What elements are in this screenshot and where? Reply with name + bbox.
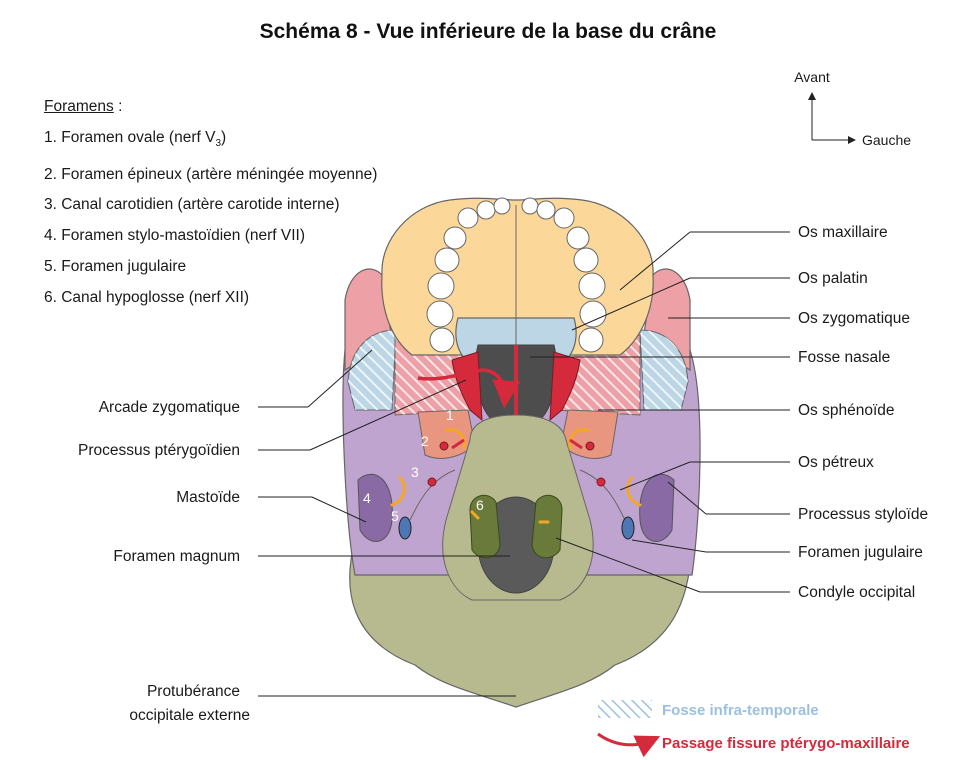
orientation-up-label: Avant (794, 69, 830, 85)
label-mastoide: Mastoïde (176, 489, 240, 506)
foramen-markers (390, 428, 642, 524)
label-arcade-zygomatique: Arcade zygomatique (99, 399, 240, 416)
orientation-indicator: Avant Gauche (794, 69, 911, 148)
diagram-title: Schéma 8 - Vue inférieure de la base du … (259, 20, 717, 43)
legend-arrow-swatch (597, 732, 661, 758)
number-5: 5 (391, 508, 399, 524)
label-processus-pterygoidien: Processus ptérygoïdien (78, 442, 240, 459)
foramen-item-1: 1. Foramen ovale (nerf V3) (44, 128, 227, 149)
foramen-item-6: 6. Canal hypoglosse (nerf XII) (44, 288, 250, 306)
label-foramen-jugulaire: Foramen jugulaire (798, 544, 923, 561)
label-processus-styloide: Processus styloïde (798, 506, 928, 523)
jugular-right (621, 516, 635, 540)
foramens-list: Foramens : 1. Foramen ovale (nerf V3) 2.… (44, 92, 377, 314)
occipital-bone (349, 539, 693, 708)
label-protuberance-line1: Protubérance (147, 683, 240, 700)
number-2: 2 (421, 433, 429, 449)
condyle-right (531, 494, 563, 559)
label-protuberance-line2: occipitale externe (129, 707, 250, 724)
foramens-header: Foramens : (44, 98, 123, 115)
label-os-maxillaire: Os maxillaire (798, 224, 888, 241)
pterygoid-right (549, 351, 581, 422)
left-labels: Arcade zygomatique Processus ptérygoïdie… (78, 349, 516, 724)
label-os-palatin: Os palatin (798, 270, 868, 287)
orientation-right-label: Gauche (862, 132, 911, 148)
foramen-item-2: 2. Foramen épineux (artère méningée moye… (44, 165, 378, 183)
skull-base: 1 2 3 4 5 6 (342, 197, 701, 708)
foramen-item-4: 4. Foramen stylo-mastoïdien (nerf VII) (44, 227, 306, 245)
label-os-sphenoide: Os sphénoïde (798, 402, 895, 419)
label-os-zygomatique: Os zygomatique (798, 310, 910, 327)
label-foramen-magnum: Foramen magnum (113, 548, 240, 565)
number-4: 4 (363, 490, 371, 506)
label-condyle-occipital: Condyle occipital (798, 584, 915, 601)
legend-arrow-label: Passage fissure ptérygo-maxillaire (662, 735, 910, 752)
number-1: 1 (446, 407, 454, 423)
number-6: 6 (476, 497, 484, 513)
label-os-petreux: Os pétreux (798, 454, 874, 471)
mastoid-left (357, 473, 393, 542)
foramen-item-5: 5. Foramen jugulaire (44, 258, 187, 276)
teeth (426, 197, 607, 353)
number-3: 3 (411, 464, 419, 480)
condyle-left (469, 494, 501, 559)
label-fosse-nasale: Fosse nasale (798, 349, 890, 366)
pterygoid-left (451, 351, 483, 422)
legend: Fosse infra-temporale Passage fissure pt… (597, 700, 910, 758)
legend-hatch-swatch (598, 700, 652, 718)
jugular-left (398, 516, 412, 540)
right-labels: Os maxillaire Os palatin Os zygomatique … (530, 224, 928, 601)
foramen-item-3: 3. Canal carotidien (artère carotide int… (44, 196, 340, 214)
legend-hatch-label: Fosse infra-temporale (662, 702, 819, 719)
fissure-arrow (417, 368, 521, 409)
